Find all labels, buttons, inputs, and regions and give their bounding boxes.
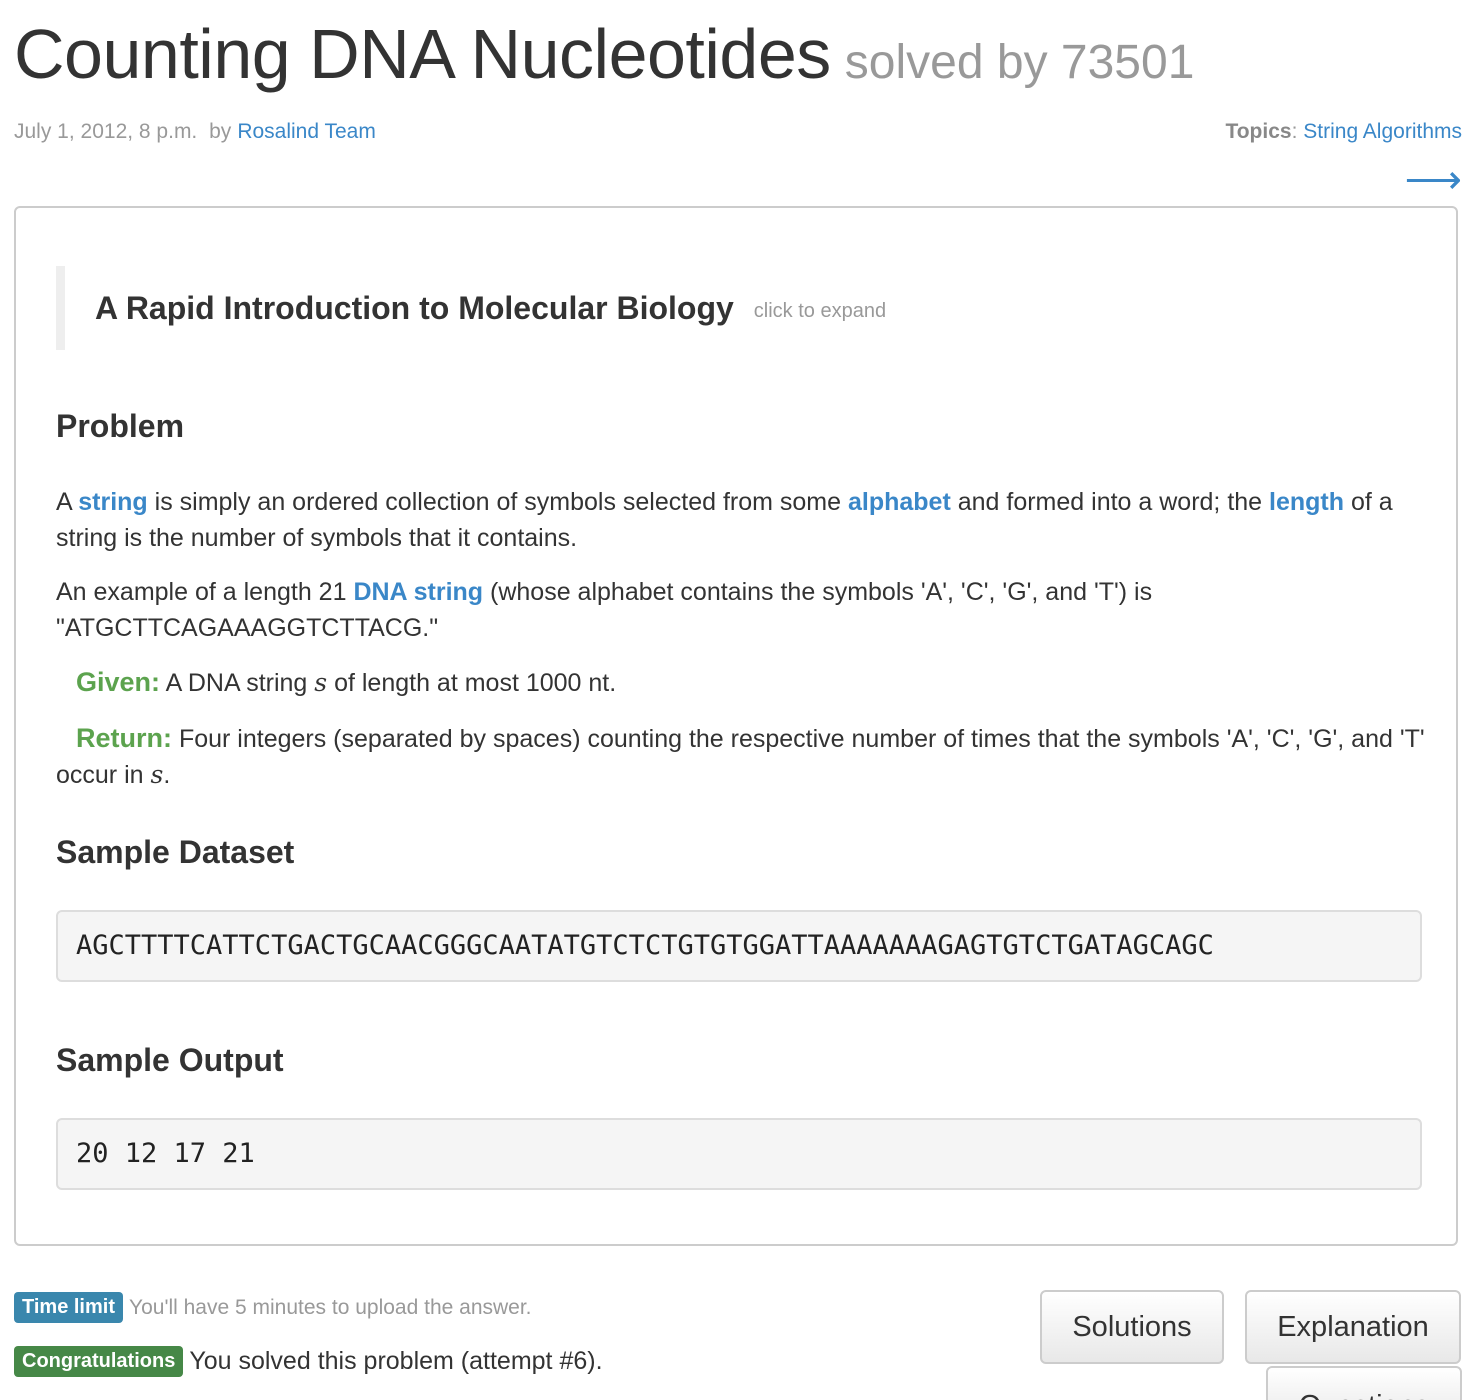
intro-block[interactable]: A Rapid Introduction to Molecular Biolog… [56,266,956,350]
time-limit-text: You'll have 5 minutes to upload the answ… [129,1295,532,1319]
given-statement: Given: A DNA string s of length at most … [56,664,1436,701]
problem-paragraph-2: An example of a length 21 DNA string (wh… [56,574,1436,646]
text: and formed into a word; the [950,488,1270,516]
text: An example of a length 21 [56,578,354,606]
text: A DNA string [160,669,315,697]
return-label: Return: [76,723,172,753]
topics-label: Topics [1225,120,1292,143]
text: is simply an ordered collection of symbo… [147,488,848,516]
time-limit-badge: Time limit [14,1292,123,1323]
glossary-link-alphabet[interactable]: alphabet [847,488,951,516]
sample-dataset-box: AGCTTTTCATTCTGACTGCAACGGGCAATATGTCTCTGTG… [56,910,1422,982]
solutions-button[interactable]: Solutions [1040,1290,1224,1364]
intro-title: A Rapid Introduction to Molecular Biolog… [95,289,734,326]
topics-colon: : [1291,120,1298,143]
sample-output-heading: Sample Output [56,1042,284,1078]
text: of a string is the number of symbols tha… [56,488,1393,552]
text: Four integers (separated by spaces) coun… [56,725,1425,789]
questions-button-label: Questions [1299,1390,1430,1400]
text: (whose alphabet contains the symbols 'A'… [56,578,1153,642]
given-label: Given: [76,667,161,697]
return-statement: Return: Four integers (separated by spac… [56,720,1436,793]
text: . [163,761,171,789]
sample-dataset-heading: Sample Dataset [56,834,295,870]
publish-date: July 1, 2012, 8 p.m. [14,120,198,143]
glossary-link-string[interactable]: string [78,488,148,516]
by-label: by [209,120,232,143]
math-variable: s [150,760,164,789]
problem-heading: Problem [56,408,185,444]
page-title: Counting DNA Nucleotides [14,15,831,93]
text: A [56,488,79,516]
solved-text: You solved this problem (attempt #6). [189,1347,603,1375]
sample-output-box: 20 12 17 21 [56,1118,1422,1190]
intro-expand-toggle[interactable]: click to expand [753,299,887,322]
solved-count: solved by 73501 [844,36,1195,89]
next-problem-arrow-icon[interactable]: ⟶ [1404,158,1462,202]
text: of length at most 1000 nt. [327,669,617,697]
congratulations-badge: Congratulations [14,1346,184,1377]
problem-panel: A Rapid Introduction to Molecular Biolog… [14,206,1458,1246]
math-variable: s [314,668,328,697]
topics: Topics: String Algorithms [1225,120,1462,144]
problem-paragraph-1: A string is simply an ordered collection… [56,484,1436,556]
questions-button[interactable]: Questions [1266,1366,1462,1400]
glossary-link-dna-string[interactable]: DNA string [353,578,484,606]
topic-link[interactable]: String Algorithms [1303,120,1462,143]
glossary-link-length[interactable]: length [1269,488,1345,516]
explanation-button[interactable]: Explanation [1245,1290,1461,1364]
author-link[interactable]: Rosalind Team [237,120,376,143]
